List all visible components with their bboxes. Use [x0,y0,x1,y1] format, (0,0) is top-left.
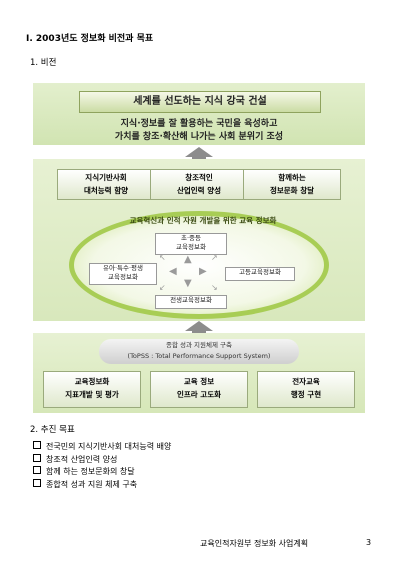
checkbox-icon [33,453,41,462]
pillar-line1: 교육 정보 [183,377,215,386]
node-k12-line1: 초·중등 [180,234,201,242]
vision-diagram: 세계를 선도하는 지식 강국 건설 지식·정보를 잘 활용하는 국민을 육성하고… [33,83,365,413]
list-item: 창조적 산업인력 양성 [33,453,171,467]
node-k12: 초·중등 교육정보화 [155,233,227,255]
list-item-text: 종합적 성과 지원 체제 구축 [46,479,138,489]
pillar-line1: 교육정보화 [74,377,110,386]
page-number: 3 [366,538,372,547]
list-item: 함께 하는 정보문화의 창달 [33,466,171,479]
up-arrow-stem [192,329,206,335]
pillar-line2: 행정 구현 [290,390,322,399]
topss-line2: (ToPSS : Total Performance Support Syste… [127,352,271,360]
pillar-box: 교육 정보 인프라 고도화 [150,371,248,408]
ring-label: 교육혁신과 인적 자원 개발을 위한 교육 정보화 [129,216,277,225]
topss-line1: 종합 성과 지원체제 구축 [166,341,232,349]
arrow-down-icon: ▼ [184,278,192,289]
goal-line1: 창조적인 [185,173,213,182]
support-band: 종합 성과 지원체제 구축 (ToPSS : Total Performance… [33,333,365,413]
list-item: 종합적 성과 지원 체제 구축 [33,478,171,492]
vision-banner: 세계를 선도하는 지식 강국 건설 [79,91,321,113]
node-early-line1: 유아·특수·평생 [102,264,143,272]
arrow-left-icon: ◀ [169,266,177,277]
node-k12-line2: 교육정보화 [176,243,206,251]
goal-line1: 지식기반사회 [85,173,127,182]
goal-line2: 대처능력 함양 [83,186,128,195]
up-arrow-icon [185,321,213,331]
list-item-text: 창조적 산업인력 양성 [46,454,118,464]
arrow-diag-icon: ↙ [159,283,166,292]
checkbox-icon [33,478,41,487]
goal-box: 지식기반사회 대처능력 함양 [57,169,155,200]
topss-pill: 종합 성과 지원체제 구축 (ToPSS : Total Performance… [99,339,299,364]
pillar-box: 전자교육 행정 구현 [257,371,355,408]
up-arrow-icon [185,147,213,157]
up-arrow-stem [192,155,206,161]
checkbox-icon [33,466,41,474]
goals-list: 전국민의 지식기반사회 대처능력 배양 창조적 산업인력 양성 함께 하는 정보… [33,441,171,491]
node-lifelong: 전생교육정보화 [155,295,227,309]
arrow-diag-icon: ↘ [211,283,218,292]
arrow-diag-icon: ↗ [211,253,218,262]
pillar-line2: 지표개발 및 평가 [65,390,119,399]
arrow-up-icon: ▲ [184,254,192,265]
pillar-line1: 전자교육 [292,377,320,386]
vision-sub-line2: 가치를 창조·확산해 나가는 사회 분위기 조성 [114,132,284,142]
goal-line2: 정보문화 창달 [269,186,314,195]
goal-box: 창조적인 산업인력 양성 [150,169,248,200]
section-vision-title: 1. 비전 [30,58,57,68]
list-item-text: 전국민의 지식기반사회 대처능력 배양 [46,442,172,451]
arrow-diag-icon: ↖ [159,253,166,262]
goal-line1: 함께하는 [278,173,306,182]
list-item: 전국민의 지식기반사회 대처능력 배양 [33,441,171,454]
footer-org: 교육인적자원부 정보화 사업계획 [200,539,309,548]
node-early-line2: 교육정보화 [108,273,138,281]
goal-line2: 산업인력 양성 [176,186,221,195]
checkbox-icon [33,441,41,449]
node-higher-ed: 고등교육정보화 [225,267,295,281]
pillar-line2: 인프라 고도화 [176,390,221,399]
page-heading: Ⅰ. 2003년도 정보화 비전과 목표 [26,34,154,44]
arrow-right-icon: ▶ [199,266,207,277]
vision-band: 세계를 선도하는 지식 강국 건설 지식·정보를 잘 활용하는 국민을 육성하고… [33,83,365,145]
pillar-box: 교육정보화 지표개발 및 평가 [43,371,141,408]
list-item-text: 함께 하는 정보문화의 창달 [46,467,135,476]
section-goals-title: 2. 추진 목표 [30,425,75,435]
goal-box: 함께하는 정보문화 창달 [243,169,341,200]
vision-sub-line1: 지식·정보를 잘 활용하는 국민을 육성하고 [120,119,278,129]
node-early-special: 유아·특수·평생 교육정보화 [89,263,157,285]
goals-band: 지식기반사회 대처능력 함양 창조적인 산업인력 양성 함께하는 정보문화 창달… [33,159,365,321]
